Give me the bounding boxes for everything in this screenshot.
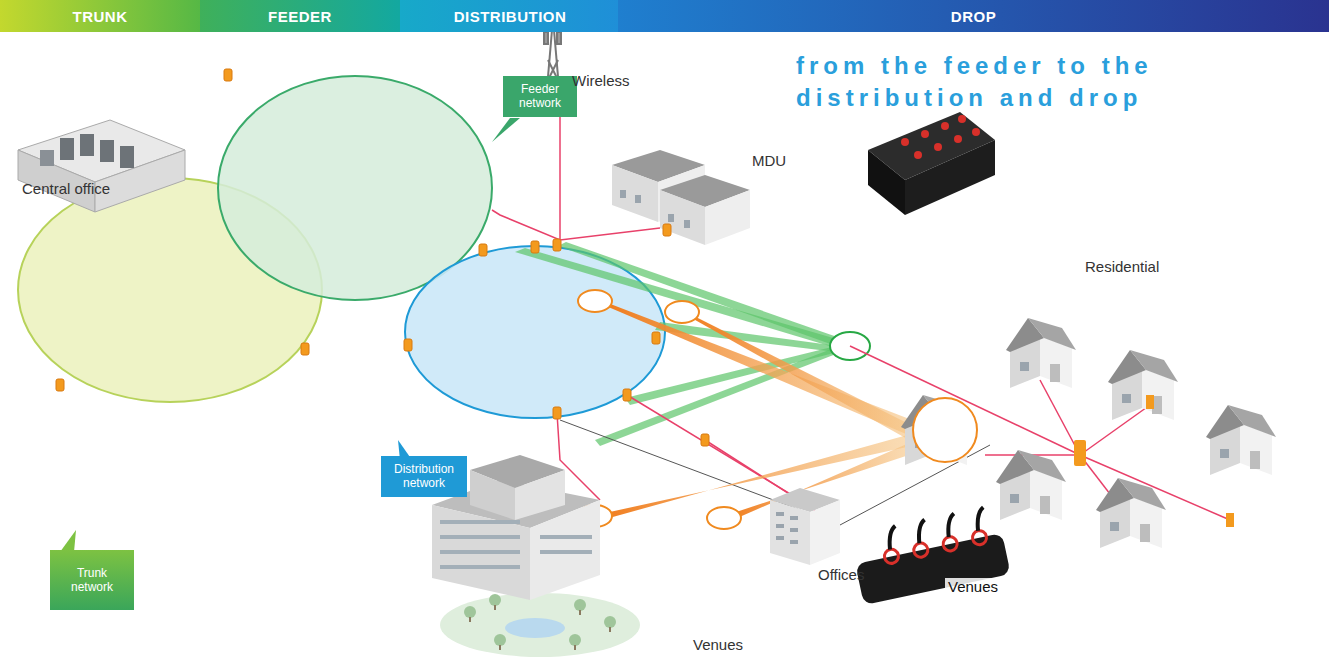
callout-box: Trunk network <box>50 550 134 610</box>
band-title: TRUNK <box>73 8 128 25</box>
site-label: Wireless <box>572 72 630 89</box>
callout-text: Distribution network <box>386 462 462 491</box>
band-segment: DISTRIBUTION <box>400 0 620 32</box>
callout-box: Distribution network <box>381 456 467 497</box>
site-label: Offices <box>818 566 864 583</box>
band-segment: DROP <box>618 0 1329 32</box>
callout-text: Feeder network <box>508 82 572 111</box>
band-segment: TRUNK <box>0 0 200 32</box>
heading: from the feeder to the distribution and … <box>796 50 1331 115</box>
band-title: DISTRIBUTION <box>454 8 567 25</box>
callout-box: Feeder network <box>503 76 577 117</box>
band-segment: FEEDER <box>200 0 400 32</box>
site-label: Venues <box>693 636 743 653</box>
band-title: FEEDER <box>268 8 332 25</box>
site-label: Central office <box>22 180 110 197</box>
device-label: Venues <box>945 578 1001 595</box>
site-label: MDU <box>752 152 786 169</box>
site-label: Residential <box>1085 258 1159 275</box>
callout-text: Trunk network <box>55 566 129 595</box>
band-title: DROP <box>951 8 996 25</box>
